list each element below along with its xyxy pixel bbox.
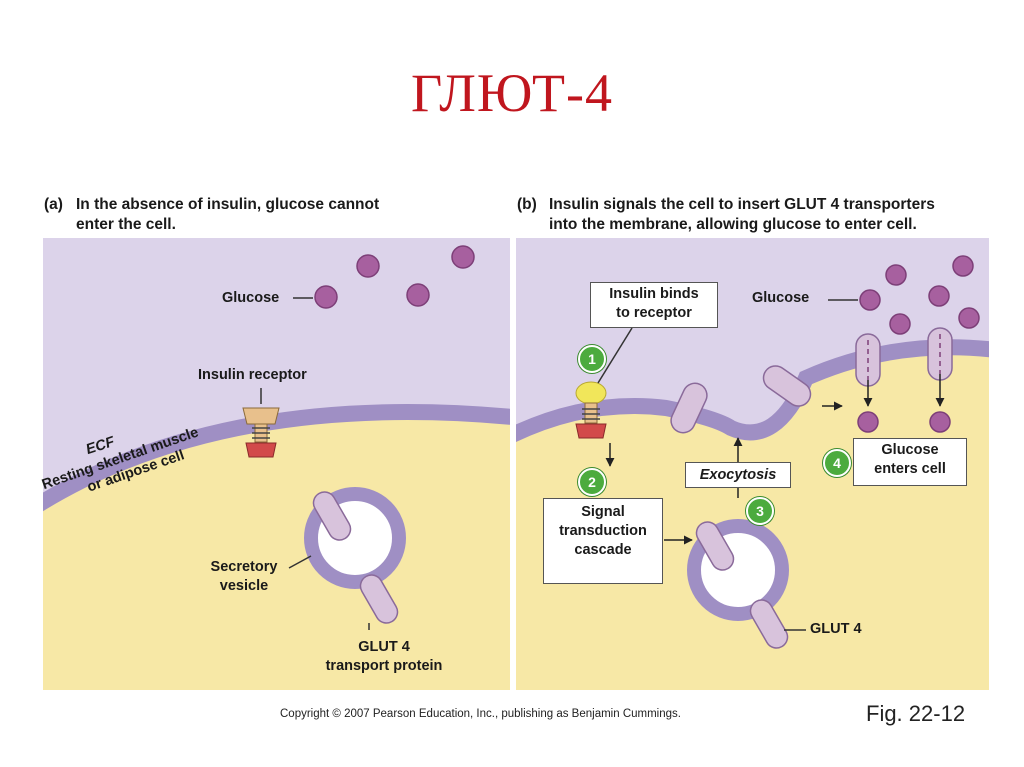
glucose-enters-box: Glucose enters cell <box>853 438 967 486</box>
glucose-molecule <box>857 411 879 433</box>
signal-line3: cascade <box>574 542 632 558</box>
glut4-label-b: GLUT 4 <box>810 621 862 637</box>
glucose-molecule <box>451 245 475 269</box>
signal-transduction-box: Signal transduction cascade <box>543 498 663 584</box>
panel-a-caption: (a) In the absence of insulin, glucose ca… <box>44 195 464 235</box>
secretory-vesicle-label: Secretory vesicle <box>202 558 286 596</box>
insulin-receptor-icon <box>575 381 607 439</box>
insulin-receptor-label: Insulin receptor <box>198 367 307 383</box>
insulin-receptor-icon <box>242 388 280 458</box>
glucose-molecule <box>859 289 881 311</box>
panel-b-tag: (b) <box>517 196 537 213</box>
panel-a-tag: (a) <box>44 196 63 213</box>
signal-line2: transduction <box>559 523 647 539</box>
figure-number: Fig. 22-12 <box>866 701 966 726</box>
glut4-transporter <box>670 382 708 434</box>
vesicle-line2: vesicle <box>219 578 269 594</box>
signal-line1: Signal <box>581 504 625 520</box>
glucose-molecule <box>889 313 911 335</box>
glucose-enters-line2: enters cell <box>874 461 946 477</box>
glucose-molecule <box>952 255 974 277</box>
step-badge-4: 4 <box>823 449 851 477</box>
glucose-enters-line1: Glucose <box>881 442 939 458</box>
glut4-label-a: GLUT 4 transport protein <box>312 638 456 676</box>
glut-line1: GLUT 4 <box>358 639 410 655</box>
slide-title: ГЛЮТ-4 <box>411 63 613 123</box>
secretory-vesicle <box>304 487 406 624</box>
step-badge-1: 1 <box>578 345 606 373</box>
glucose-label-b: Glucose <box>752 290 810 306</box>
panel-b-caption-line1: Insulin signals the cell to insert GLUT … <box>549 196 935 213</box>
glucose-molecule <box>958 307 980 329</box>
copyright-text: Copyright © 2007 Pearson Education, Inc.… <box>280 708 681 720</box>
glut-line2: transport protein <box>325 658 443 674</box>
cell-membrane <box>43 404 510 512</box>
insulin-binds-line1: Insulin binds <box>609 286 699 302</box>
vesicle-line1: Secretory <box>210 559 278 575</box>
glut4-transporter <box>762 365 812 407</box>
glucose-molecule <box>356 254 380 278</box>
cell-membrane <box>516 339 989 443</box>
glucose-molecule <box>314 285 338 309</box>
glucose-molecule <box>929 411 951 433</box>
exocytosis-box: Exocytosis <box>685 462 791 488</box>
insulin-binds-box: Insulin binds to receptor <box>590 282 718 328</box>
step-badge-2: 2 <box>578 468 606 496</box>
insulin-binds-line2: to receptor <box>616 305 692 321</box>
panel-a-diagram <box>43 238 510 690</box>
secretory-vesicle <box>687 519 789 649</box>
panel-a-caption-line2: enter the cell. <box>76 216 176 233</box>
panel-a-caption-line1: In the absence of insulin, glucose canno… <box>76 196 380 213</box>
glucose-molecule <box>928 285 950 307</box>
glucose-molecule <box>406 283 430 307</box>
panel-b-caption-line2: into the membrane, allowing glucose to e… <box>549 216 917 233</box>
glucose-molecule <box>885 264 907 286</box>
panel-b-caption: (b) Insulin signals the cell to insert GL… <box>517 195 997 235</box>
step-badge-3: 3 <box>746 497 774 525</box>
glucose-label-a: Glucose <box>222 290 280 306</box>
